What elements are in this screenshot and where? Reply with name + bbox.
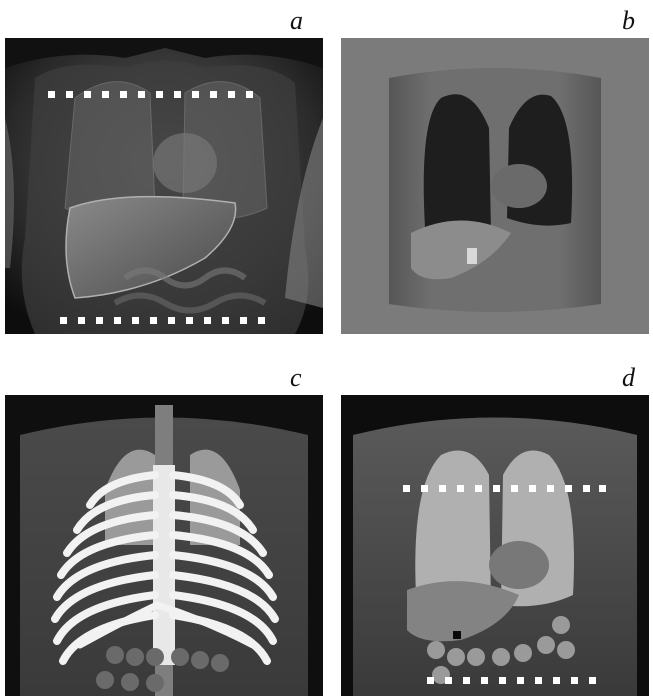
panel-a-anatomy-image bbox=[5, 38, 323, 334]
panel-label-c: c bbox=[290, 365, 302, 391]
panel-b-phantom-image bbox=[341, 38, 649, 334]
panel-label-a: a bbox=[290, 8, 303, 34]
voxel-phantom-render bbox=[341, 38, 649, 334]
ribcage-phantom-render bbox=[5, 395, 323, 696]
panel-label-d: d bbox=[622, 365, 635, 391]
panel-d-organ-image bbox=[341, 395, 649, 696]
organ-phantom-render bbox=[341, 395, 649, 696]
panel-label-b: b bbox=[622, 8, 635, 34]
anatomy-torso-illustration bbox=[5, 38, 323, 334]
panel-c-ribcage-image bbox=[5, 395, 323, 696]
